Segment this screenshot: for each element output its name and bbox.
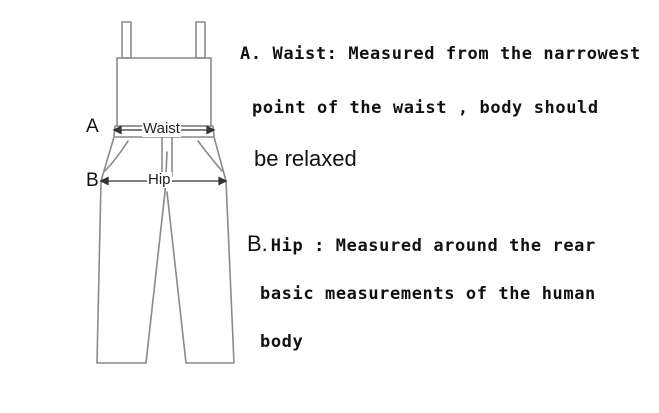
hip-dimension-label: Hip (147, 171, 172, 188)
right-strap (195, 21, 206, 59)
right-pocket (197, 140, 223, 172)
marker-a: A (86, 116, 99, 137)
waist-description-line-3: be relaxed (254, 146, 357, 171)
hip-description-line-1: B.Hip : Measured around the rear (247, 231, 596, 257)
hip-description-line-3: body (260, 332, 304, 352)
left-pocket (104, 140, 129, 172)
bib (116, 57, 212, 127)
waist-description-line-2: point of the waist , body should (252, 98, 599, 118)
hip-arrow-right-head (218, 176, 228, 186)
hip-description-line-2: basic measurements of the human (260, 284, 596, 304)
right-leg-outline (166, 136, 235, 364)
waist-dimension-label: Waist (142, 120, 181, 137)
hip-description-prefix: B. (247, 231, 268, 256)
hip-description-text: Hip : Measured around the rear (270, 236, 596, 256)
left-strap (121, 21, 132, 59)
hip-arrow-left-head (99, 176, 109, 186)
waist-description-line-1: A. Waist: Measured from the narrowest (240, 44, 641, 64)
waist-arrow-left-head (112, 125, 122, 135)
marker-b: B (86, 170, 99, 191)
waist-arrow-right-head (206, 125, 216, 135)
